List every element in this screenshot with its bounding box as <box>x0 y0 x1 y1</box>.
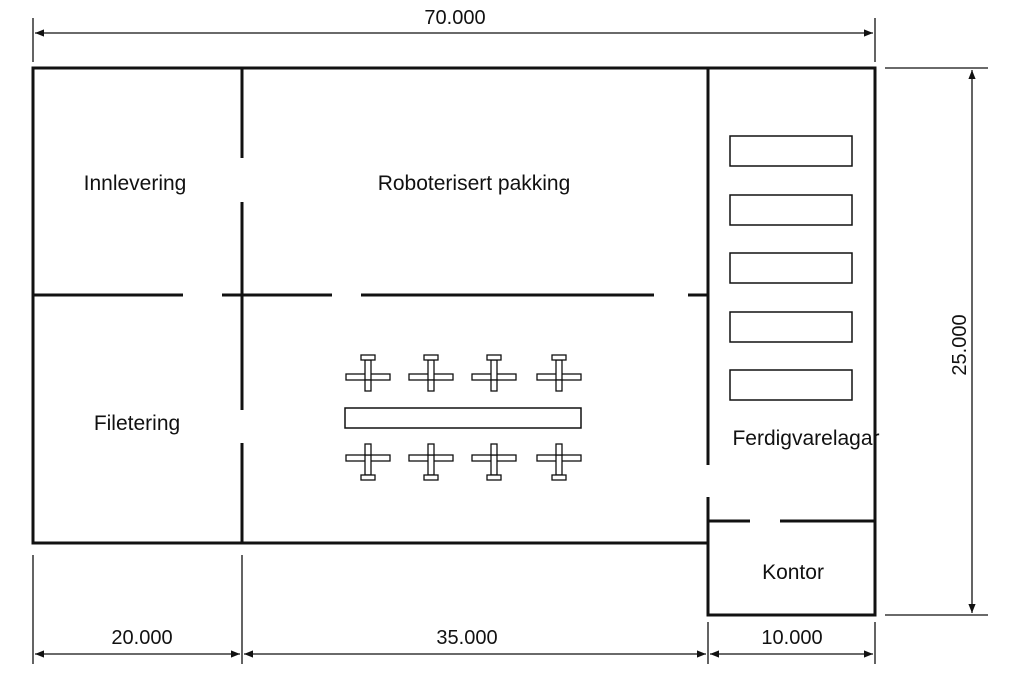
room-label-kontor: Kontor <box>762 561 824 584</box>
dimension-segments: 20.000 35.000 10.000 <box>32 555 876 664</box>
robot-arm-icon <box>408 354 454 392</box>
conveyor-belt <box>344 407 582 429</box>
storage-rack <box>729 252 853 284</box>
dimension-label-segment-3: 10.000 <box>761 627 822 649</box>
room-label-ferdigvarelagar: Ferdigvarelagar <box>732 427 879 450</box>
walls <box>31 66 877 617</box>
room-label-innlevering: Innlevering <box>84 172 187 195</box>
storage-rack <box>729 194 853 226</box>
dimension-label-total-width: 70.000 <box>424 7 485 29</box>
robot-arm-icon <box>471 354 517 392</box>
robot-arm-icon <box>345 354 391 392</box>
robots-top-row <box>345 354 582 392</box>
dimension-label-segment-1: 20.000 <box>111 627 172 649</box>
storage-racks <box>729 135 853 401</box>
storage-rack <box>729 311 853 343</box>
room-label-filetering: Filetering <box>94 412 180 435</box>
dimension-total-width: 70.000 <box>32 7 876 62</box>
robot-arm-icon <box>345 443 391 481</box>
outer-wall-main <box>31 66 708 545</box>
robots-bottom-row <box>345 443 582 481</box>
dimension-label-segment-2: 35.000 <box>436 627 497 649</box>
outer-wall-east <box>706 66 877 617</box>
robot-arm-icon <box>536 354 582 392</box>
robot-arm-icon <box>408 443 454 481</box>
storage-rack <box>729 135 853 167</box>
room-label-roboterisert-pakking: Roboterisert pakking <box>378 172 571 195</box>
storage-rack <box>729 369 853 401</box>
dimension-total-height: 25.000 <box>885 67 988 616</box>
robot-arm-icon <box>471 443 517 481</box>
robot-arm-icon <box>536 443 582 481</box>
dimension-label-total-height: 25.000 <box>949 314 971 375</box>
